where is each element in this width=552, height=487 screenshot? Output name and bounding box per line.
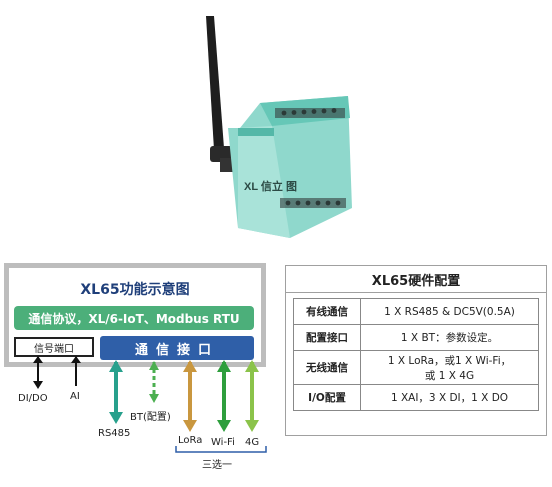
row-key: I/O配置 [293,384,361,411]
hardware-config-title: XL65硬件配置 [371,273,461,289]
row-value: 1 XAI，3 X DI，1 X DO [360,384,539,411]
table-row: 无线通信 1 X LoRa，或1 X Wi-Fi， 或 1 X 4G [293,350,539,385]
row-value-line: 或 1 X 4G [424,369,475,382]
ai-arrow [71,356,81,386]
di-do-arrow [33,356,43,389]
signal-port-box: 信号端口 [14,337,94,357]
hardware-title-divider [285,292,547,293]
protocol-bar: 通信协议，XL/6-IoT、Modbus RTU [14,306,254,330]
row-value: 1 X LoRa，或1 X Wi-Fi， 或 1 X 4G [360,350,539,385]
label-rs485: RS485 [98,428,131,439]
row-value: 1 X RS485 & DC5V(0.5A) [360,298,539,325]
device-image: XL 信立 图 [206,16,352,238]
row-value: 1 X BT：参数设定。 [360,324,539,351]
label-wifi: Wi-Fi [211,437,235,448]
label-di-do: DI/DO [18,393,48,404]
rs485-arrow [109,360,123,424]
label-ai: AI [70,391,80,402]
hardware-config-table: 有线通信 1 X RS485 & DC5V(0.5A) 配置接口 1 X BT：… [293,298,539,411]
row-key: 无线通信 [293,350,361,385]
table-row: 有线通信 1 X RS485 & DC5V(0.5A) [293,298,539,325]
4g-arrow [245,360,259,432]
label-choose-one: 三选一 [202,460,232,471]
row-key: 有线通信 [293,298,361,325]
wifi-arrow [217,360,231,432]
diagram-title: XL65功能示意图 [80,282,190,298]
choose-one-bracket [175,446,267,453]
label-lora: LoRa [178,435,203,446]
antenna [206,16,224,150]
label-bt: BT(配置) [130,412,171,423]
bt-arrow [149,361,159,403]
label-4g: 4G [245,437,260,448]
device-brand-mark: XL 信立 图 [244,179,297,193]
comm-interface-bar: 通信接口 [100,336,254,360]
table-row: I/O配置 1 XAI，3 X DI，1 X DO [293,384,539,411]
row-value-line: 1 X LoRa，或1 X Wi-Fi， [387,354,512,367]
row-key: 配置接口 [293,324,361,351]
table-row: 配置接口 1 X BT：参数设定。 [293,324,539,351]
lora-arrow [183,360,197,432]
